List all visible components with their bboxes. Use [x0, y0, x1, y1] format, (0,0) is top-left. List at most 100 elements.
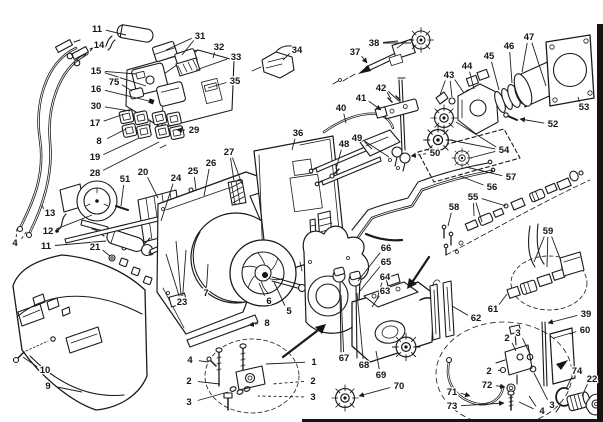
leader-line-part-55 [473, 202, 475, 217]
leader-line-part-57 [465, 166, 503, 177]
leader-line-part-7 [206, 263, 209, 288]
leader-line-part-5 [273, 281, 286, 306]
leader-line-part-2 [271, 380, 305, 385]
oil-hoses-drawing [16, 39, 97, 239]
leader-line-part-30 [104, 106, 131, 112]
leader-line-part-3 [197, 391, 229, 401]
leader-line-part-59 [533, 236, 545, 263]
cover-9-drawing [12, 254, 148, 411]
leader-line-part-42 [386, 92, 392, 100]
leader-line-part-4 [198, 360, 209, 363]
part-label-3-61: 3 [310, 392, 315, 403]
part-label-75-7: 75 [109, 77, 120, 88]
part-label-28-15: 28 [90, 168, 101, 179]
leader-line-part-60 [569, 331, 577, 335]
air-damper-drawing [227, 179, 247, 206]
leader-line-part-61 [498, 293, 508, 305]
leader-line-part-47 [531, 42, 547, 87]
part-label-69-68: 69 [376, 370, 387, 381]
part-label-40-32: 40 [336, 103, 347, 114]
part-label-21-48: 21 [90, 242, 101, 253]
leader-line-part-35 [207, 82, 227, 89]
part-label-31-2: 31 [195, 31, 206, 42]
leader-line-part-47 [521, 42, 528, 73]
leader-line-part-46 [509, 51, 513, 84]
part-label-7-52: 7 [203, 288, 208, 299]
tube-fitting-drawing [322, 77, 419, 151]
leader-line-part-40 [343, 113, 347, 124]
part-label-42-30: 42 [376, 83, 387, 94]
part-label-15-6: 15 [91, 66, 102, 77]
part-label-52-34: 52 [548, 119, 559, 130]
leader-line-part-27 [231, 157, 243, 185]
part-label-60-73: 60 [580, 325, 591, 336]
part-label-34-5: 34 [292, 45, 303, 56]
leader-line-part-70 [358, 387, 391, 398]
leader-line-part-75 [121, 84, 133, 92]
leader-line-part-67 [340, 294, 345, 353]
mount-rods-drawing [308, 129, 411, 187]
leader-line-part-11 [54, 240, 107, 246]
washers-14-drawing [66, 52, 87, 67]
part-label-37-24: 37 [350, 47, 361, 58]
leader-line-part-3 [257, 395, 305, 398]
part-label-70-69: 70 [394, 381, 405, 392]
part-label-67-66: 67 [339, 353, 350, 364]
part-label-49-35: 49 [352, 133, 363, 144]
part-label-25-19: 25 [188, 166, 199, 177]
leader-line-part-19 [103, 137, 140, 156]
part-label-39-72: 39 [581, 309, 592, 320]
rod-37-gear-38-drawing [332, 26, 435, 85]
part-label-24-18: 24 [171, 173, 182, 184]
leader-line-part-23 [182, 249, 187, 297]
leader-line-part-11 [105, 29, 127, 36]
part-label-2-57: 2 [186, 376, 191, 387]
part-label-9-50: 9 [45, 381, 50, 392]
fasteners-21-drawing [108, 254, 153, 286]
leader-line-part-3 [522, 338, 531, 355]
part-label-8-12: 8 [96, 136, 101, 147]
leader-line-part-22 [581, 384, 588, 397]
leader-line-part-74 [565, 375, 573, 390]
part-label-53-33: 53 [579, 102, 590, 113]
part-label-20-16: 20 [138, 167, 149, 178]
part-label-73-79: 73 [447, 401, 458, 412]
leader-line-part-8 [106, 128, 127, 140]
part-label-32-3: 32 [214, 42, 225, 53]
part-label-4-44: 4 [12, 238, 18, 249]
capacitor-top-drawing [116, 24, 154, 43]
leader-line-part-54 [469, 150, 496, 159]
electrode-assembly-drawing [441, 170, 591, 256]
part-label-41-31: 41 [356, 93, 367, 104]
leader-line-part-17 [103, 113, 125, 122]
leader-line-part-59 [551, 236, 562, 262]
part-label-3-80: 3 [549, 400, 554, 411]
bracket-62-drawing [429, 279, 455, 341]
leader-line-part-33 [195, 58, 228, 71]
part-label-65-63: 65 [381, 257, 392, 268]
hardware-circle-drawing [204, 338, 300, 414]
part-label-27-21: 27 [224, 147, 235, 158]
valve-group-drawing [435, 321, 576, 422]
part-label-23-51: 23 [177, 297, 188, 308]
leader-line-part-36 [291, 138, 296, 151]
part-label-71-78: 71 [447, 387, 458, 398]
leader-line-part-58 [447, 212, 452, 227]
leader-line-part-73 [460, 400, 505, 407]
motor-12-drawing [55, 180, 129, 233]
leader-line-part-53 [577, 96, 580, 103]
leader-line-part-2 [197, 381, 221, 385]
part-label-58-42: 58 [449, 202, 460, 213]
part-label-43-29: 43 [444, 70, 455, 81]
leader-line-part-23 [165, 253, 180, 297]
leader-line-part-42 [388, 91, 400, 102]
part-label-5-54: 5 [286, 306, 292, 317]
pump-assembly-drawing [302, 225, 437, 412]
leader-line-part-4 [518, 401, 534, 410]
part-label-63-65: 63 [380, 286, 391, 297]
leader-line-part-27 [230, 157, 235, 182]
leader-line-part-12 [56, 214, 93, 230]
